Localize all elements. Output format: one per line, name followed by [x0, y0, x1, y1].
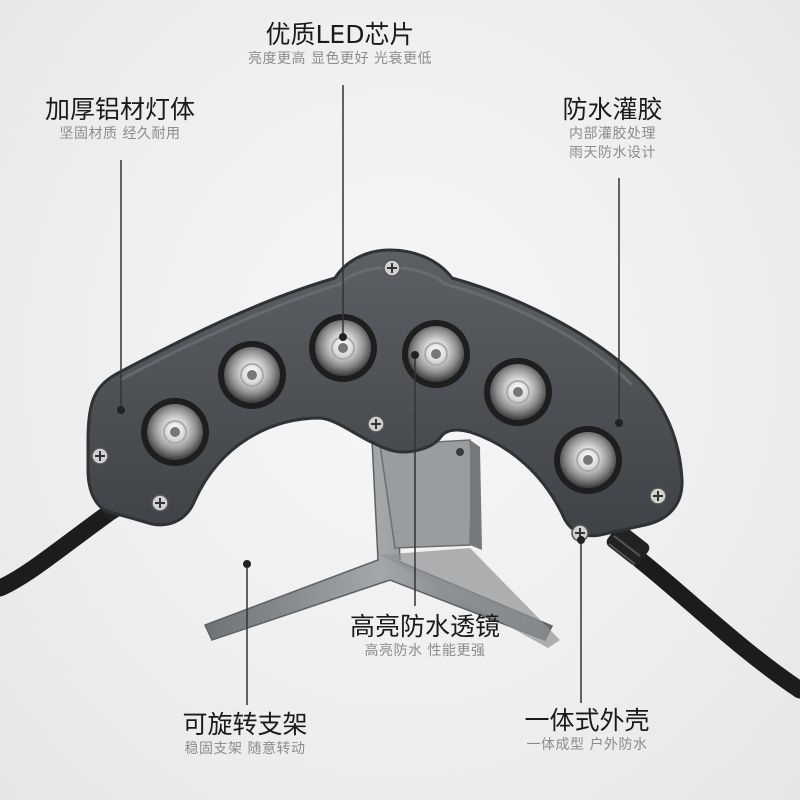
callout-subtitle: 一体成型 户外防水 [526, 737, 648, 753]
leader-line-lens [411, 351, 419, 606]
callout-bracket: 可旋转支架 稳固支架 随意转动 [155, 710, 335, 759]
right-cable [631, 551, 800, 699]
callout-title: 加厚铝材灯体 [44, 95, 195, 124]
callout-title: 优质LED芯片 [265, 20, 415, 49]
rotating-bracket [203, 439, 560, 648]
callout-waterproof-glue: 防水灌胶 内部灌胶处理 雨天防水设计 [540, 95, 685, 163]
callout-subtitle: 内部灌胶处理 [569, 126, 656, 142]
callout-led-chip: 优质LED芯片 亮度更高 显色更好 光衰更低 [225, 20, 455, 69]
callout-subtitle: 高亮防水 性能更强 [364, 643, 486, 659]
left-cable [0, 496, 129, 597]
leader-line-body [117, 160, 125, 414]
led-lens [554, 426, 622, 494]
callout-subtitle: 稳固支架 随意转动 [184, 741, 306, 757]
leader-line-chip [339, 85, 347, 341]
led-lens [484, 358, 552, 426]
screw [151, 494, 169, 512]
callout-title: 一体式外壳 [524, 706, 650, 735]
leader-line-shell [577, 536, 585, 703]
led-lens [141, 398, 209, 466]
callout-aluminum-body: 加厚铝材灯体 坚固材质 经久耐用 [30, 95, 210, 144]
callout-lens: 高亮防水透镜 高亮防水 性能更强 [320, 612, 530, 661]
callout-title: 可旋转支架 [182, 710, 308, 739]
leader-line-glue [615, 178, 623, 427]
callout-one-piece-shell: 一体式外壳 一体成型 户外防水 [497, 706, 677, 755]
led-lens [218, 341, 286, 409]
callout-subtitle: 坚固材质 经久耐用 [59, 126, 181, 142]
callout-subtitle: 亮度更高 显色更好 光衰更低 [248, 51, 432, 67]
led-lens [402, 320, 470, 388]
screw [383, 259, 401, 277]
screw [367, 415, 385, 433]
screw [91, 447, 109, 465]
right-cable-gland [606, 524, 650, 566]
aluminum-housing [86, 248, 684, 538]
led-lens [309, 314, 377, 382]
callout-subtitle: 雨天防水设计 [569, 145, 656, 161]
screw [649, 487, 667, 505]
leader-line-bracket [243, 560, 251, 705]
callout-title: 高亮防水透镜 [349, 612, 500, 641]
callout-title: 防水灌胶 [562, 95, 663, 124]
